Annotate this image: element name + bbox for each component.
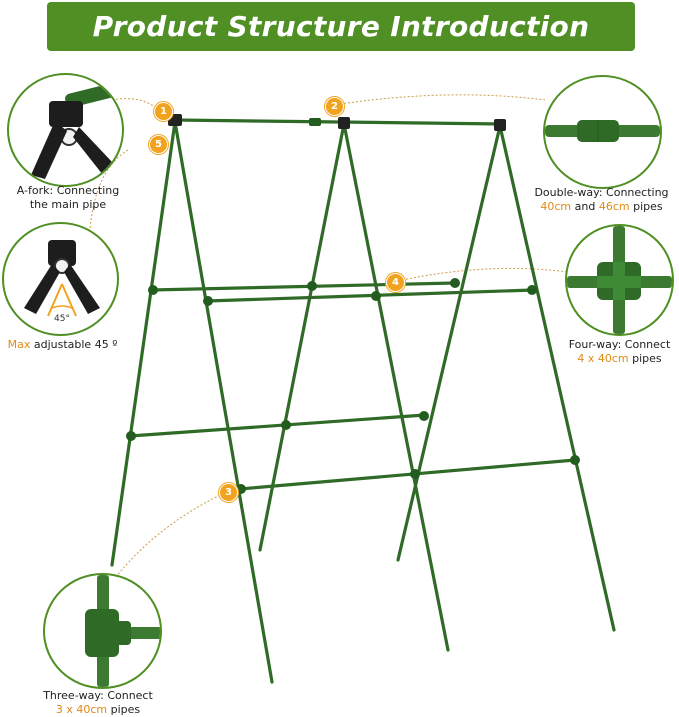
- angle-detail-image: 45°: [2, 222, 119, 336]
- leader-line-4: [401, 267, 569, 281]
- three-way-detail-image: [43, 573, 162, 689]
- marker-1: 1: [154, 102, 173, 121]
- marker-3: 3: [219, 483, 238, 502]
- angle-caption: Max adjustable 45 º: [7, 338, 118, 351]
- leader-line-3: [109, 494, 221, 586]
- marker-2: 2: [325, 97, 344, 116]
- four-way-caption: Four-way: Connect 4 x 40cm pipes: [568, 338, 671, 365]
- leader-line-5: [89, 149, 129, 231]
- leader-line-1: [111, 98, 157, 109]
- page-title: Product Structure Introduction: [92, 10, 590, 43]
- marker-5: 5: [149, 135, 168, 154]
- three-way-caption: Three-way: Connect 3 x 40cm pipes: [43, 689, 153, 716]
- title-banner: Product Structure Introduction: [47, 2, 635, 51]
- four-way-detail-image: [565, 224, 674, 336]
- double-way-caption: Double-way: Connecting 40cm and 46cm pip…: [534, 186, 669, 213]
- angle-badge: 45°: [54, 314, 70, 324]
- double-way-detail-image: [543, 75, 662, 189]
- afork-detail-image: [7, 73, 124, 187]
- leader-line-2: [339, 94, 546, 105]
- marker-4: 4: [386, 273, 405, 292]
- afork-caption: A-fork: Connecting the main pipe: [16, 184, 120, 211]
